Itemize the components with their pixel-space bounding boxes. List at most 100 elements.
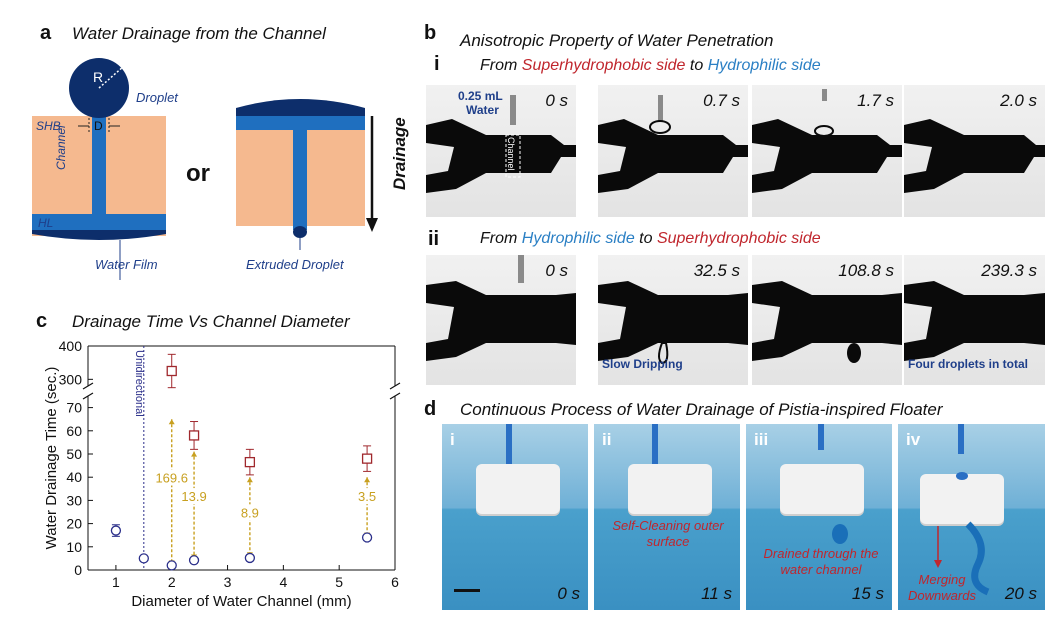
axis-break-mark bbox=[82, 382, 94, 390]
photo-time-0: 0 s bbox=[557, 584, 580, 603]
ratio-arrowhead-top-1 bbox=[191, 451, 198, 457]
time-row2-1: 32.5 s bbox=[693, 261, 740, 280]
axis-break-mark bbox=[82, 392, 94, 400]
photo-time-3: 20 s bbox=[1004, 584, 1037, 603]
point-s1-p4 bbox=[244, 552, 256, 564]
time-row1-1: 0.7 s bbox=[703, 91, 740, 110]
radius-label: R bbox=[93, 69, 104, 85]
channel-2 bbox=[293, 130, 307, 230]
point-s0-p1 bbox=[188, 430, 200, 441]
photo-frame-1: ii Self-Cleaning outer surface 11 s bbox=[594, 424, 740, 610]
water-film-label: Water Film bbox=[95, 257, 158, 272]
drainage-schematic bbox=[32, 58, 378, 280]
chart-title: Drainage Time Vs Channel Diameter bbox=[72, 312, 350, 331]
point-s1-p2 bbox=[166, 560, 177, 571]
frame-row2-1: 32.5 s Slow Dripping bbox=[598, 255, 748, 385]
x-tick-label: 3 bbox=[224, 574, 232, 590]
point-s0-p0 bbox=[166, 365, 177, 377]
row-ii-label: ii bbox=[428, 228, 440, 250]
slow-dripping-label: Slow Dripping bbox=[602, 357, 683, 371]
ratio-label-bg-0 bbox=[153, 469, 190, 486]
x-tick-label: 4 bbox=[279, 574, 287, 590]
photo-time-1: 11 s bbox=[701, 584, 732, 603]
row-i-label: i bbox=[434, 53, 440, 75]
x-tick-label: 1 bbox=[112, 574, 120, 590]
frame-row1-0: 0 s 0.25 mL Water Channel bbox=[426, 85, 576, 217]
ratio-arrowhead-top-3 bbox=[364, 477, 371, 483]
annotation-water: Water bbox=[466, 103, 499, 117]
point-s0-p3 bbox=[361, 453, 373, 464]
x-axis-label: Diameter of Water Channel (mm) bbox=[131, 593, 351, 610]
photo-frame-2: iii Drained through the water channel 15… bbox=[746, 424, 892, 610]
point-s1-p0 bbox=[110, 525, 122, 536]
frame-row2-2: 108.8 s bbox=[752, 255, 902, 385]
water-top bbox=[236, 99, 365, 116]
panel-a-label: a bbox=[40, 22, 52, 44]
panel-d-label: d bbox=[424, 398, 437, 420]
photo-label-1: ii bbox=[602, 430, 612, 449]
droplet-label: Droplet bbox=[136, 90, 178, 105]
frame-row1-2: 1.7 s bbox=[752, 85, 902, 217]
extruded-droplet-label: Extruded Droplet bbox=[246, 257, 344, 272]
channel bbox=[92, 116, 106, 226]
x-tick-label: 6 bbox=[391, 574, 399, 590]
y-tick-label: 10 bbox=[66, 539, 82, 555]
point-s1-p3 bbox=[188, 555, 200, 566]
ratio-label-3: 3.5 bbox=[358, 489, 376, 504]
time-row1-3: 2.0 s bbox=[1000, 91, 1037, 110]
point-s0-p2 bbox=[244, 456, 256, 468]
annotation-volume: 0.25 mL bbox=[458, 89, 503, 103]
frame-row2-3: 239.3 s Four droplets in total bbox=[904, 255, 1045, 385]
ratio-label-1: 13.9 bbox=[181, 489, 206, 504]
x-tick-label: 2 bbox=[168, 574, 176, 590]
extruded-droplet bbox=[293, 226, 307, 238]
ratio-label-bg-1 bbox=[176, 488, 213, 505]
frame-row1-3: 2.0 s bbox=[904, 85, 1045, 217]
water-film bbox=[32, 230, 166, 240]
time-row1-2: 1.7 s bbox=[857, 91, 894, 110]
photo-label-3: iv bbox=[906, 430, 921, 449]
frame-row1-1: 0.7 s bbox=[598, 85, 748, 217]
panel-b-title: Anisotropic Property of Water Penetratio… bbox=[460, 31, 774, 50]
row-ii-title: From Hydrophilic side to Superhydrophobi… bbox=[480, 230, 821, 247]
point-s1-p1 bbox=[138, 553, 149, 564]
or-label: or bbox=[186, 160, 210, 187]
diameter-label: D bbox=[94, 119, 103, 133]
panel-c-label: c bbox=[36, 310, 48, 332]
frame-row2-0: 0 s bbox=[426, 255, 576, 385]
time-row2-2: 108.8 s bbox=[838, 261, 894, 280]
y-axis-label: Water Drainage Time (sec.) bbox=[43, 367, 60, 550]
panel-b-label: b bbox=[424, 22, 437, 44]
ratio-arrowhead-top-0 bbox=[168, 419, 175, 425]
unidirectional-label: Unidirectional bbox=[133, 350, 145, 417]
y-tick-label: 50 bbox=[66, 446, 82, 462]
channel-label: Channel bbox=[54, 125, 68, 170]
photo-caption-1: Self-Cleaning outer surface bbox=[612, 518, 724, 549]
time-row1-0: 0 s bbox=[545, 91, 568, 110]
y-tick-label: 400 bbox=[59, 338, 83, 354]
point-s1-p5 bbox=[361, 532, 373, 543]
photo-caption-3: Merging Downwards bbox=[908, 572, 976, 603]
ratio-arrowhead-top-2 bbox=[246, 477, 253, 483]
ratio-label-2: 8.9 bbox=[241, 505, 259, 520]
panel-d-title: Continuous Process of Water Drainage of … bbox=[460, 400, 943, 419]
photo-frame-3: iv Merging Downwards 20 s bbox=[898, 424, 1045, 610]
y-tick-label: 40 bbox=[66, 469, 82, 485]
ratio-label-bg-2 bbox=[231, 504, 268, 521]
drainage-label: Drainage bbox=[390, 117, 409, 190]
time-row2-0: 0 s bbox=[545, 261, 568, 280]
four-droplets-label: Four droplets in total bbox=[908, 357, 1028, 371]
hl-label: HL bbox=[38, 216, 54, 230]
ratio-label-bg-3 bbox=[349, 488, 386, 505]
panel-a-title: Water Drainage from the Channel bbox=[72, 24, 326, 43]
photo-label-0: i bbox=[450, 430, 455, 449]
y-tick-label: 70 bbox=[66, 400, 82, 416]
ratio-label-0: 169.6 bbox=[155, 471, 188, 486]
photo-frame-0: i 0 s bbox=[442, 424, 588, 610]
axis-break-mark bbox=[389, 382, 401, 390]
shb-label: SHB bbox=[36, 119, 61, 133]
y-tick-label: 300 bbox=[59, 371, 83, 387]
annotation-channel: Channel bbox=[506, 137, 516, 171]
photo-label-2: iii bbox=[754, 430, 769, 449]
y-tick-label: 30 bbox=[66, 492, 82, 508]
